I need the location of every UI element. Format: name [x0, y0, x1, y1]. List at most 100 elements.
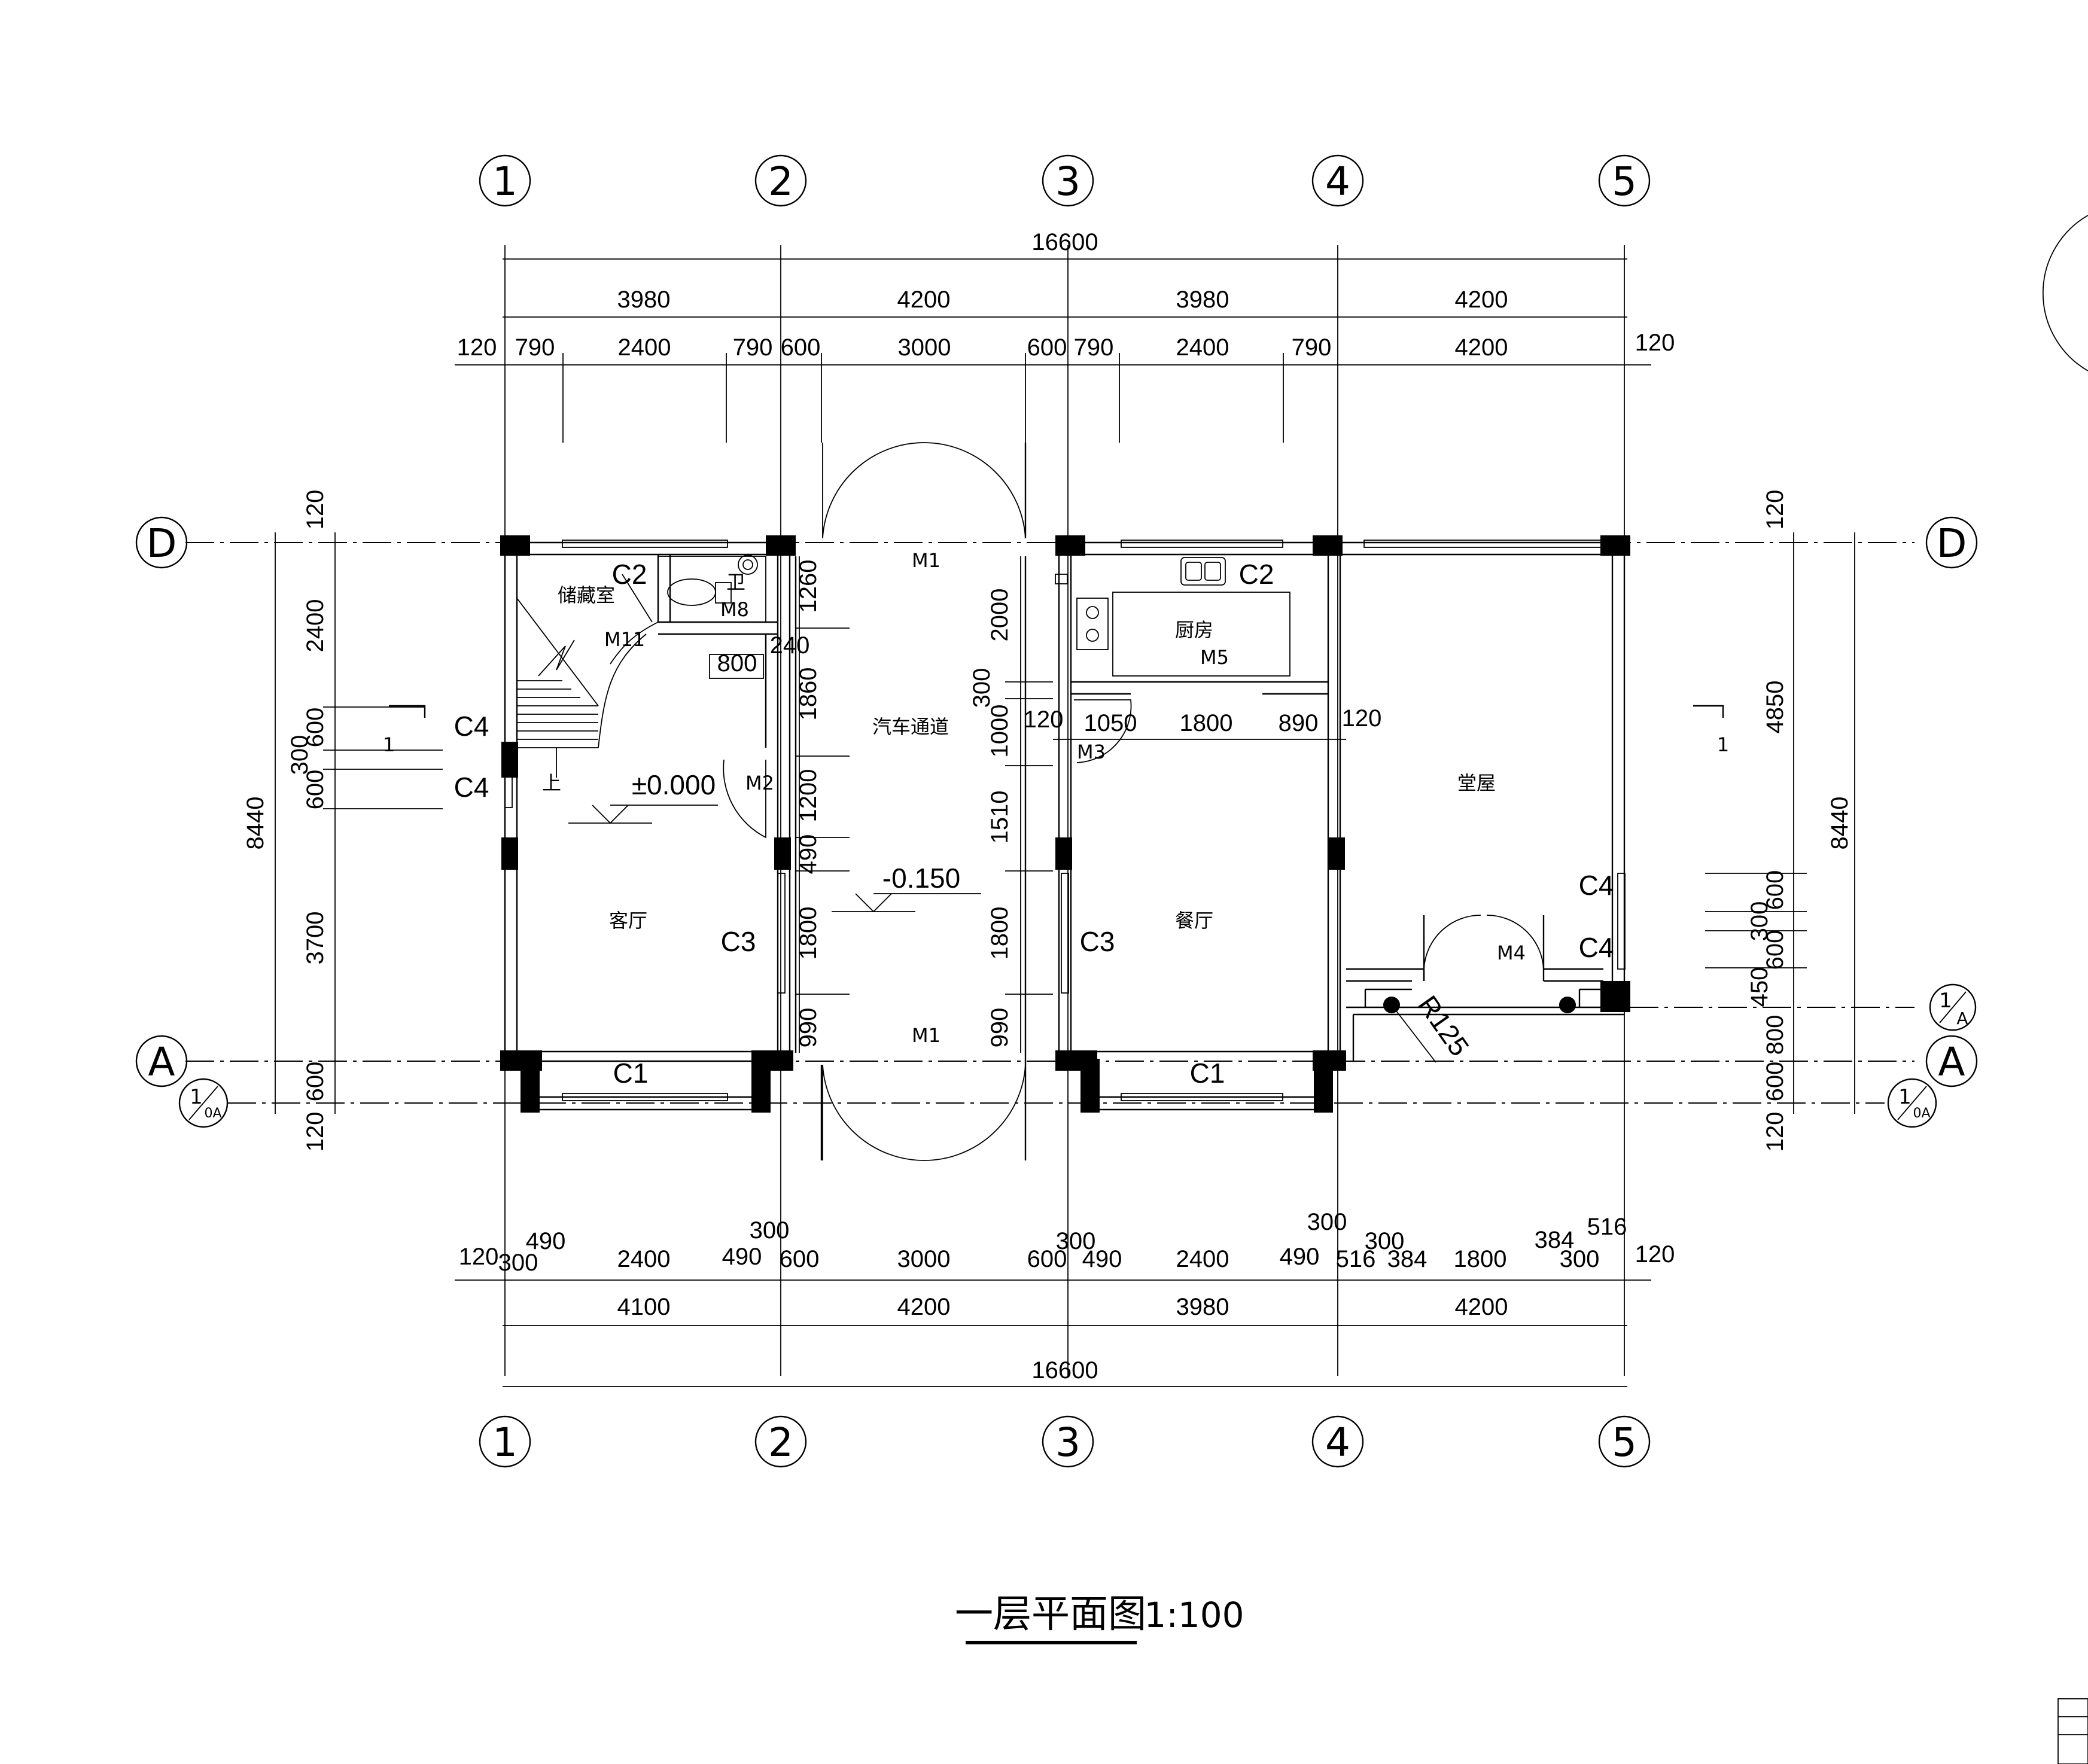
- door-label-m5: M5: [1200, 646, 1229, 669]
- door-m11: [610, 621, 659, 665]
- kitchen-fixtures: [1055, 557, 1290, 677]
- door-m1-bot-left: [822, 1064, 925, 1161]
- dim-corr-right-1: 300: [969, 668, 995, 708]
- edge-decorations: [2043, 215, 2088, 1764]
- dim-top-row2-3: 4200: [1455, 287, 1508, 313]
- dim-top-row3-5: 3000: [898, 334, 951, 361]
- axis-bubble-5-top: [1598, 154, 1651, 207]
- dim-top-row3-10: 4200: [1455, 334, 1508, 361]
- axis-bubbles-top: 1 2 3 4 5: [479, 154, 1651, 207]
- dim-right-8: 120: [1762, 1112, 1788, 1152]
- axis-label-a-left: A: [148, 1039, 175, 1085]
- windows: [504, 540, 1626, 1101]
- window-label-c4-left-2: C4: [454, 772, 489, 803]
- staircase: [516, 598, 647, 778]
- door-m1-top-right: [924, 442, 1026, 539]
- dim-left-5: 3700: [302, 912, 328, 965]
- dim-bot-row3-1: 300: [498, 1250, 538, 1276]
- axis-bubble-4-top: [1311, 154, 1364, 207]
- dim-bot-row3-13: 300: [1307, 1209, 1347, 1235]
- dim-corr-right-4: 1800: [987, 907, 1013, 960]
- dim-bot-row2-0: 4100: [617, 1294, 671, 1320]
- title-scale: 1:100: [1144, 1595, 1244, 1635]
- axis-label-a-right: A: [1938, 1039, 1965, 1085]
- door-label-m2: M2: [745, 772, 774, 794]
- window-label-c3-right: C3: [1080, 926, 1115, 957]
- dim-right-0: 120: [1762, 490, 1788, 530]
- room-dining: 餐厅: [1175, 909, 1213, 932]
- dim-bot-row3-19: 300: [1560, 1246, 1600, 1272]
- door-label-m8: M8: [720, 598, 749, 621]
- dim-left-6: 600: [302, 1062, 328, 1102]
- window-c4-right: [1617, 873, 1626, 970]
- dim-bot-row3-11: 2400: [1176, 1246, 1229, 1272]
- bottom-dimensions: 120 300 490 2400 490 300 600 3000 600 30…: [455, 1209, 1675, 1387]
- room-storage: 储藏室: [558, 584, 615, 607]
- room-kitchen: 厨房: [1175, 619, 1213, 641]
- kitchen-dimensions: 120 1050 1800 890 120 800: [717, 650, 1381, 740]
- sub-axis-right-a-num: 1: [1939, 989, 1952, 1013]
- dim-bot-row3-6: 600: [780, 1246, 820, 1272]
- dim-right-4: 600: [1762, 930, 1788, 970]
- window-label-c2-left: C2: [612, 559, 647, 590]
- columns: [500, 535, 1630, 1113]
- dim-top-row3-1: 790: [515, 334, 555, 361]
- sub-axis-right-0a-den: 0A: [1913, 1106, 1930, 1121]
- room-hall: 堂屋: [1457, 772, 1496, 794]
- door-label-m11: M11: [604, 628, 645, 651]
- dim-top-row2-0: 3980: [617, 287, 671, 313]
- dim-top-row3-2: 2400: [618, 334, 671, 361]
- axis-bubble-2-top: [754, 154, 807, 207]
- window-label-c4-left-1: C4: [454, 711, 489, 742]
- axis-label-4-bottom: 4: [1325, 1419, 1350, 1466]
- dim-bot-row2-2: 3980: [1176, 1294, 1229, 1320]
- sub-axis-left-num: 1: [190, 1085, 203, 1109]
- dim-top-row3-0: 120: [457, 334, 497, 361]
- walls: [504, 443, 1626, 1160]
- window-c4-left: [504, 753, 513, 808]
- dim-right-1: 4850: [1762, 681, 1788, 734]
- axis-bubble-d-right: [1925, 516, 1978, 569]
- dim-bot-row3-0: 120: [459, 1244, 499, 1270]
- dim-left-4: 600: [302, 770, 328, 810]
- sub-axis-bubble-right-0a: [1887, 1078, 1937, 1128]
- dim-m8-width: 800: [717, 650, 757, 677]
- sub-axis-right-0a-num: 1: [1898, 1085, 1912, 1109]
- title-main: 一层平面图: [955, 1592, 1146, 1637]
- dim-top-row3-4: 600: [781, 334, 821, 361]
- window-label-c3-left: C3: [721, 926, 756, 957]
- dim-corr-left-0: 1260: [795, 560, 821, 613]
- dim-bot-row3-12: 490: [1280, 1244, 1320, 1270]
- dim-bot-row3-9: 300: [1056, 1228, 1096, 1254]
- axis-bubble-3-top: [1042, 154, 1094, 207]
- dim-right-2: 600: [1762, 870, 1788, 910]
- washbasin: [738, 555, 758, 575]
- level-markers: [568, 805, 981, 913]
- axis-label-5-top: 5: [1612, 159, 1637, 205]
- axis-label-4-top: 4: [1325, 159, 1350, 205]
- dim-top-row3-3: 790: [733, 334, 773, 361]
- window-c-top-1: [562, 540, 728, 548]
- axis-bubble-a-right: [1925, 1035, 1978, 1087]
- door-m3: [1074, 699, 1132, 763]
- axis-label-1-bottom: 1: [492, 1419, 518, 1466]
- dim-corr-right-3: 1510: [987, 791, 1013, 844]
- door-m4-left: [1423, 915, 1481, 970]
- door-m2: [723, 759, 766, 839]
- axis-label-d-left: D: [147, 520, 177, 566]
- axis-lines: [185, 245, 1914, 1376]
- level-passage: -0.150: [882, 863, 960, 894]
- dim-top-row3-9: 790: [1292, 334, 1332, 361]
- dim-left-1: 2400: [302, 599, 328, 653]
- window-label-c4-right-2: C4: [1579, 932, 1614, 963]
- dim-right-3: 300: [1746, 901, 1773, 942]
- dim-left-3: 300: [287, 735, 313, 775]
- room-toilet: 卫: [726, 571, 745, 593]
- dim-kit-0: 120: [1024, 706, 1064, 733]
- dim-corr-left-4: 490: [795, 834, 821, 875]
- dim-right-overall: 8440: [1827, 797, 1853, 850]
- door-label-m3: M3: [1077, 741, 1106, 763]
- sub-axis-left-den: 0A: [204, 1106, 221, 1121]
- dim-bot-row3-10: 490: [1082, 1246, 1122, 1272]
- dim-top-row3-7: 790: [1074, 334, 1114, 361]
